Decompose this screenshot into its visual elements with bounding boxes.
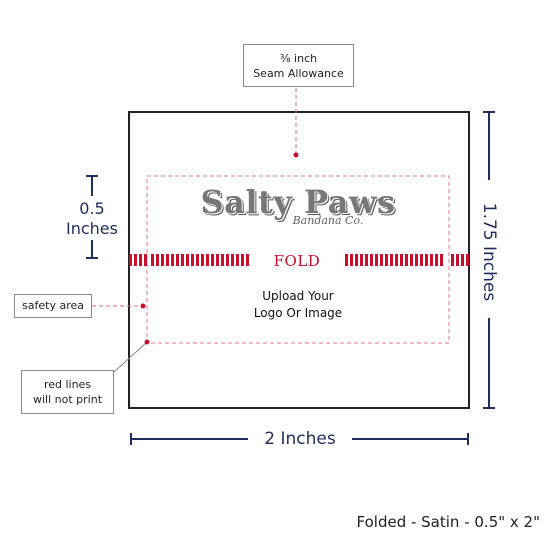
fold-stripe	[350, 254, 353, 266]
fold-stripe	[400, 254, 403, 266]
width-bracket	[130, 433, 469, 445]
seam-allowance-label: Seam Allowance	[253, 67, 344, 80]
fold-stripes-mid-left	[151, 254, 249, 266]
fold-stripe	[151, 254, 154, 266]
fold-stripe	[191, 254, 194, 266]
fold-stripe	[226, 254, 229, 266]
logo-subtitle: Bandana Co.	[292, 214, 364, 227]
fold-stripe	[176, 254, 179, 266]
fold-stripe	[186, 254, 189, 266]
fold-stripe	[231, 254, 234, 266]
product-caption: Folded - Satin - 0.5" x 2"	[356, 513, 541, 531]
fold-stripe	[156, 254, 159, 266]
fold-stripe	[236, 254, 239, 266]
total-height-bracket	[483, 111, 495, 409]
fold-stripe	[216, 254, 219, 266]
fold-stripe	[161, 254, 164, 266]
fold-stripe	[390, 254, 393, 266]
fold-height-bracket	[86, 175, 98, 259]
fold-stripes-right	[451, 254, 469, 266]
fold-stripe	[360, 254, 363, 266]
fold-stripe	[181, 254, 184, 266]
fold-stripe	[139, 254, 142, 266]
fold-stripe	[375, 254, 378, 266]
fold-stripe	[451, 254, 454, 266]
fold-stripe	[461, 254, 464, 266]
fold-stripe	[410, 254, 413, 266]
fold-height-label: 0.5 Inches	[54, 199, 130, 239]
fold-stripe	[435, 254, 438, 266]
fold-stripe	[221, 254, 224, 266]
fold-stripe	[355, 254, 358, 266]
seam-allowance-callout: ⅜ inch Seam Allowance	[243, 44, 354, 87]
fold-stripe	[385, 254, 388, 266]
upload-line-1: Upload Your	[262, 289, 334, 303]
fold-stripe	[365, 254, 368, 266]
fold-stripe	[345, 254, 348, 266]
fold-stripe	[144, 254, 147, 266]
seam-allowance-fraction: ⅜ inch	[279, 52, 318, 65]
fold-stripe	[206, 254, 209, 266]
fold-stripe	[430, 254, 433, 266]
logo-title: Salty Paws	[200, 183, 396, 221]
upload-line-2: Logo Or Image	[253, 306, 343, 320]
fold-stripe	[129, 254, 132, 266]
fold-height-value: 0.5	[79, 199, 105, 218]
fold-stripe	[415, 254, 418, 266]
fold-stripe	[395, 254, 398, 266]
logo: Salty Paws Bandana Co.	[150, 184, 446, 244]
fold-stripe	[134, 254, 137, 266]
safety-area-callout: safety area	[14, 294, 92, 318]
red-lines-text-1: red lines	[43, 378, 92, 391]
fold-stripe	[166, 254, 169, 266]
fold-stripe	[425, 254, 428, 266]
fold-stripe	[420, 254, 423, 266]
width-label: 2 Inches	[264, 429, 336, 449]
fold-stripe	[196, 254, 199, 266]
fold-stripes-mid-right	[345, 254, 443, 266]
fold-stripe	[211, 254, 214, 266]
fold-stripe	[246, 254, 249, 266]
seam-leader-dot	[293, 152, 299, 158]
fold-stripe	[380, 254, 383, 266]
fold-label: FOLD	[273, 252, 321, 270]
fold-stripe	[440, 254, 443, 266]
redlines-leader-line	[113, 342, 147, 373]
fold-height-unit: Inches	[66, 219, 118, 238]
fold-stripe	[171, 254, 174, 266]
red-lines-callout: red lines will not print	[21, 370, 114, 414]
redlines-leader-dot	[144, 339, 150, 345]
red-lines-text-2: will not print	[32, 393, 103, 406]
fold-stripe	[241, 254, 244, 266]
fold-stripe	[466, 254, 469, 266]
fold-stripes-left	[129, 254, 147, 266]
total-height-label: 1.75 Inches	[479, 202, 499, 302]
fold-stripe	[370, 254, 373, 266]
upload-prompt[interactable]: Upload Your Logo Or Image	[200, 288, 396, 322]
safety-leader-dot	[140, 303, 146, 309]
fold-stripe	[405, 254, 408, 266]
fold-stripe	[456, 254, 459, 266]
fold-stripe	[201, 254, 204, 266]
